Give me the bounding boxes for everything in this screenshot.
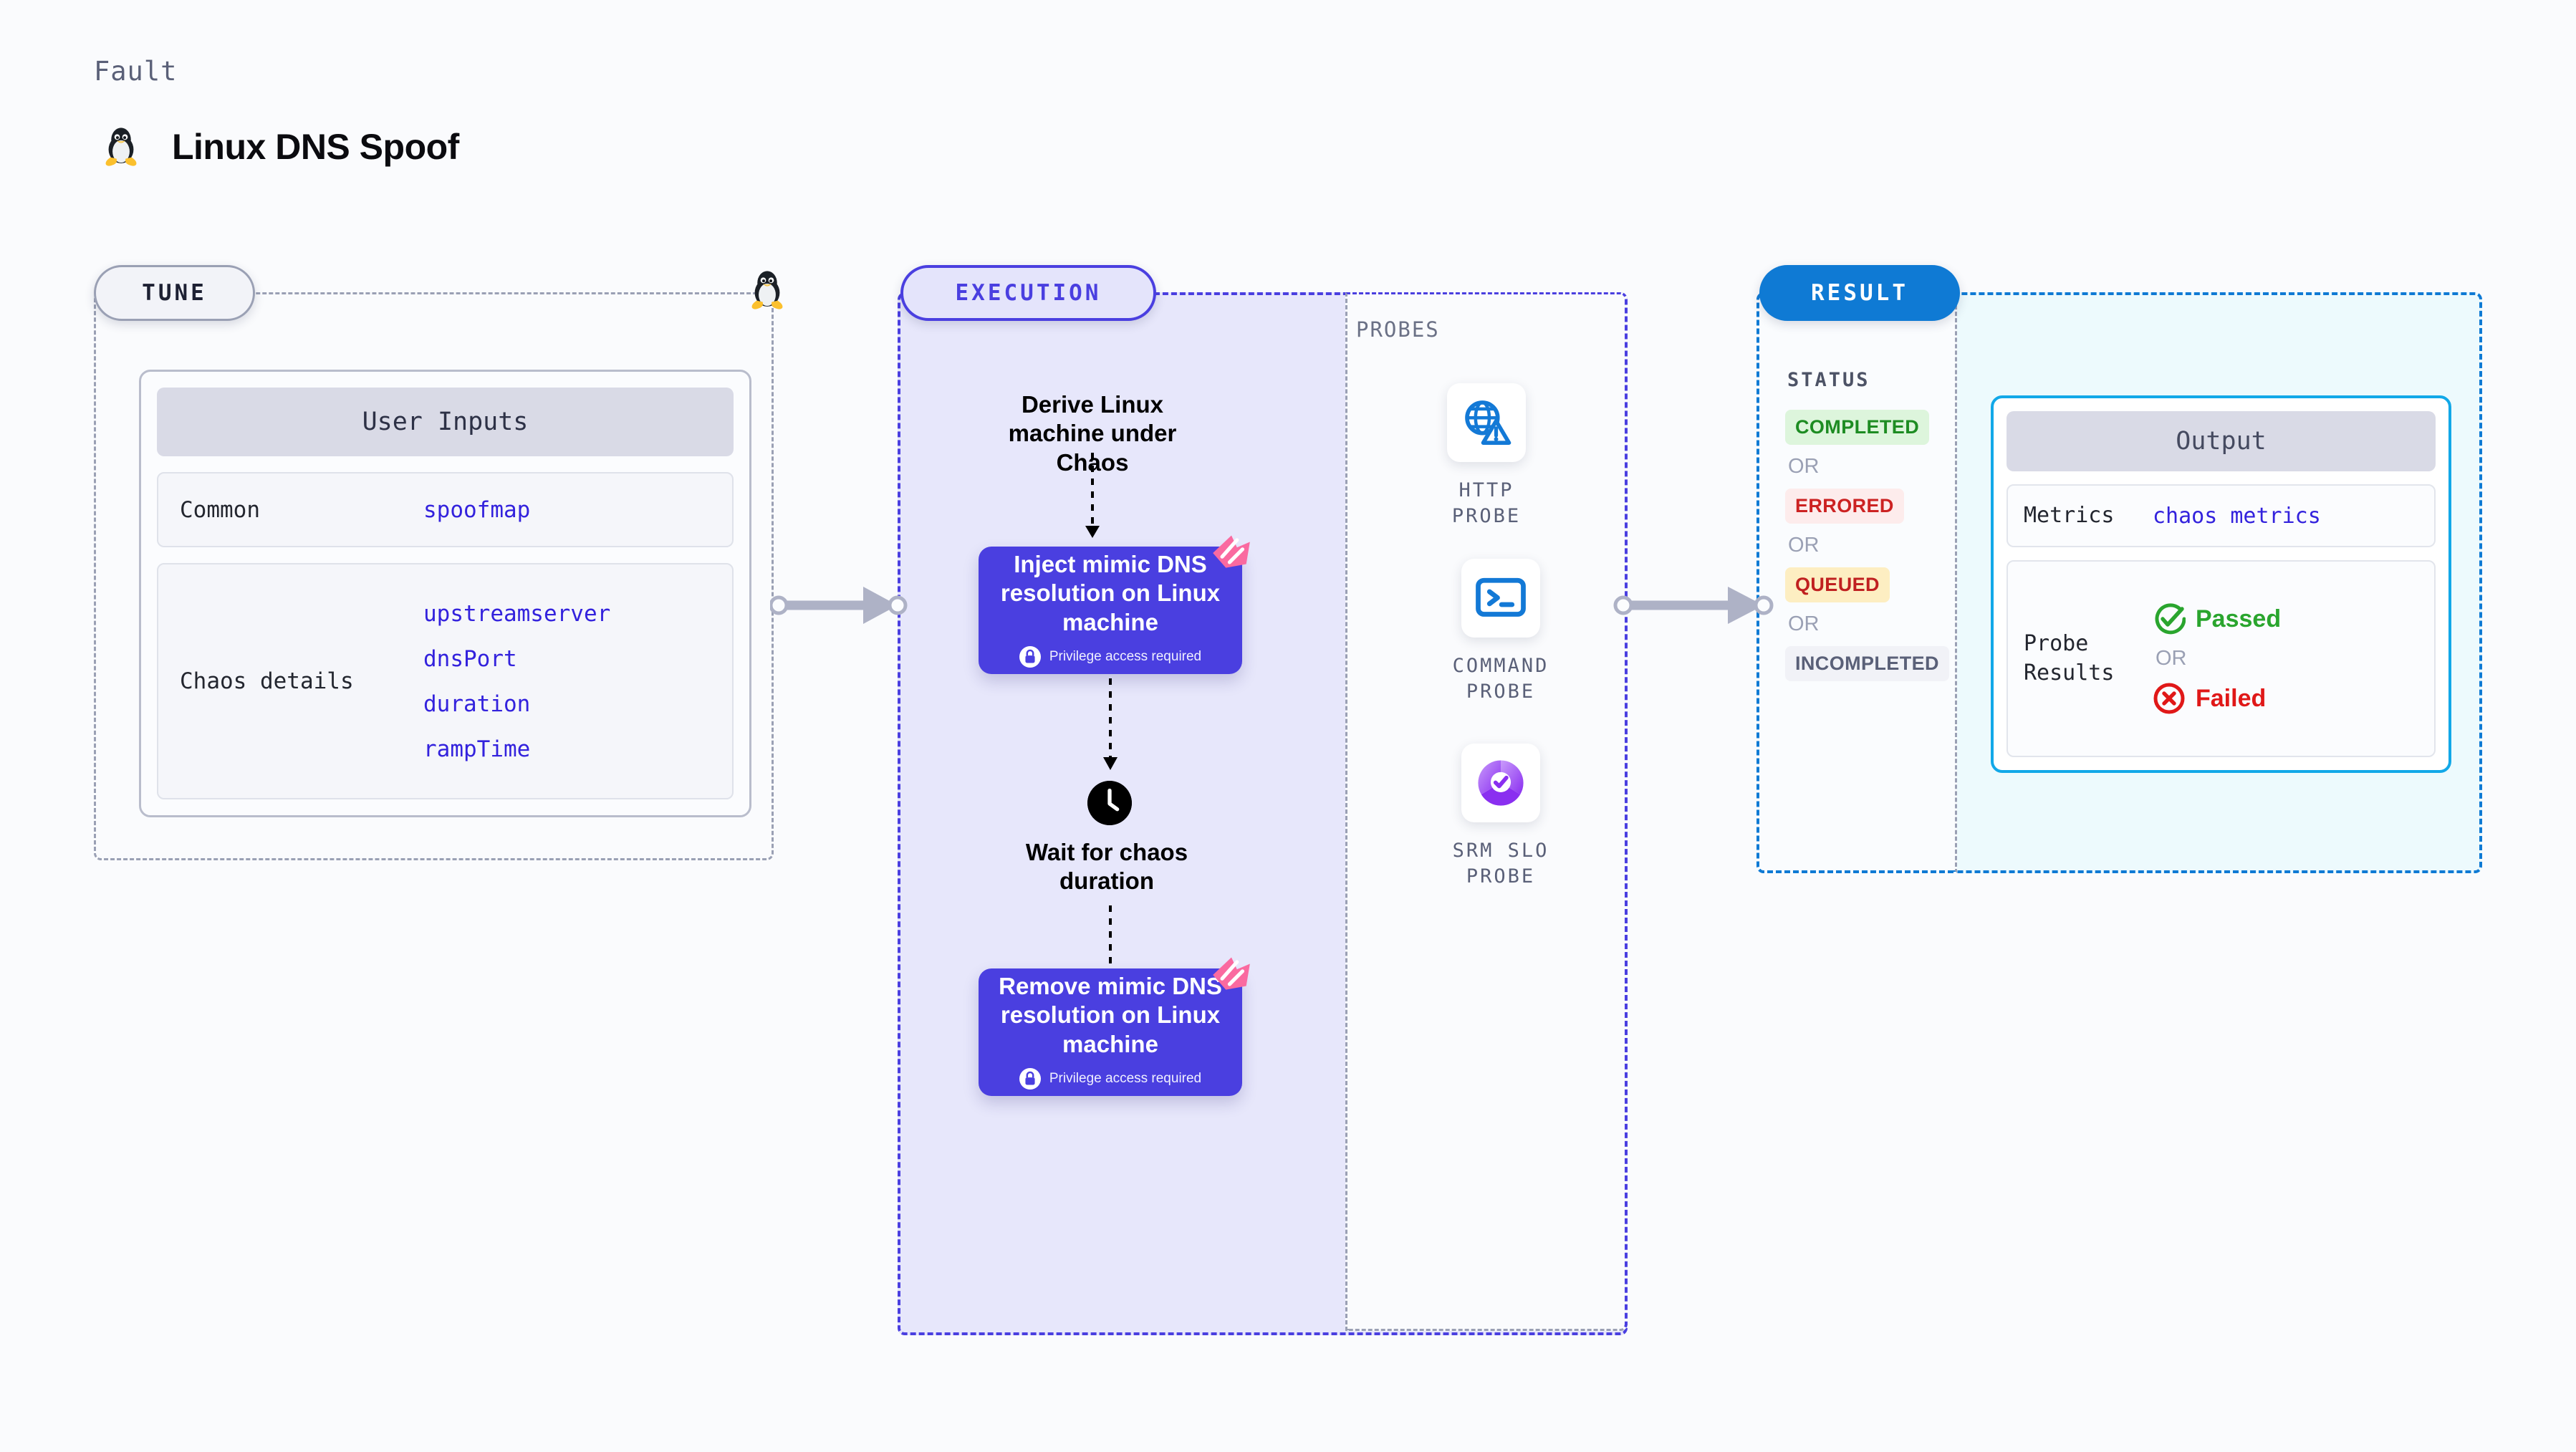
step-wait-label: Wait for chaos duration xyxy=(1025,839,1188,895)
flow-arrow-down-1 xyxy=(1085,453,1100,538)
or-label: OR xyxy=(1788,455,1820,478)
probe-result-passed-label: Passed xyxy=(2196,605,2282,633)
tune-value[interactable]: rampTime xyxy=(423,736,531,762)
tune-row-values: upstreamserver dnsPort duration rampTime xyxy=(423,601,610,762)
probe-tile xyxy=(1461,744,1540,822)
tune-value[interactable]: upstreamserver xyxy=(423,600,611,627)
status-badge-queued[interactable]: QUEUED xyxy=(1785,567,1890,602)
probe-tile xyxy=(1447,383,1526,462)
globe-warning-icon xyxy=(1461,397,1512,448)
output-title: Output xyxy=(2007,411,2436,471)
tune-row-common: Common spoofmap xyxy=(157,472,734,547)
or-label: OR xyxy=(2156,647,2187,670)
privilege-note-text: Privilege access required xyxy=(1049,1070,1202,1086)
probes-title: PROBES xyxy=(1356,317,1440,342)
probe-http[interactable]: HTTP PROBE xyxy=(1443,383,1529,530)
probe-result-passed: Passed xyxy=(2153,602,2281,635)
tune-row-key: Common xyxy=(180,496,260,523)
probe-result-failed: Failed xyxy=(2153,682,2281,715)
output-value-metrics[interactable]: chaos metrics xyxy=(2153,503,2321,529)
check-circle-icon xyxy=(2153,602,2186,635)
probe-command[interactable]: COMMAND PROBE xyxy=(1443,559,1558,706)
privilege-note: Privilege access required xyxy=(1019,645,1202,668)
output-key-metrics: Metrics xyxy=(2024,502,2115,528)
linux-tux-icon xyxy=(105,128,137,166)
flow-arrow-down-2 xyxy=(1103,678,1118,770)
tune-value[interactable]: duration xyxy=(423,691,531,717)
step-remove-title: Remove mimic DNS resolution on Linux mac… xyxy=(999,973,1222,1057)
probe-label: SRM SLO PROBE xyxy=(1452,840,1549,888)
probe-result-failed-label: Failed xyxy=(2196,684,2267,712)
output-key-probe-results: Probe Results xyxy=(2024,631,2115,686)
status-badge-completed[interactable]: COMPLETED xyxy=(1785,410,1930,445)
lock-icon xyxy=(1019,645,1041,668)
x-circle-icon xyxy=(2153,682,2186,715)
status-badge-errored[interactable]: ERRORED xyxy=(1785,489,1904,524)
privilege-note: Privilege access required xyxy=(1019,1067,1202,1090)
output-row-probe-results: Probe Results Passed OR Failed xyxy=(2007,560,2436,757)
step-derive-label: Derive Linux machine under Chaos xyxy=(1008,391,1177,476)
probe-srm-slo[interactable]: SRM SLO PROBE xyxy=(1443,744,1558,890)
tune-panel xyxy=(94,292,774,860)
probe-tile xyxy=(1461,559,1540,638)
terminal-icon xyxy=(1475,572,1527,624)
tune-value[interactable]: spoofmap xyxy=(423,496,531,523)
privilege-note-text: Privilege access required xyxy=(1049,648,1202,664)
lock-icon xyxy=(1019,1067,1041,1090)
or-label: OR xyxy=(1788,612,1820,635)
tune-row-chaos-details: Chaos details upstreamserver dnsPort dur… xyxy=(157,563,734,799)
status-badge-incompleted[interactable]: INCOMPLETED xyxy=(1785,646,1949,681)
output-row-metrics: Metrics chaos metrics xyxy=(2007,484,2436,547)
result-badge[interactable]: RESULT xyxy=(1759,265,1960,321)
output-card: Output Metrics chaos metrics Probe Resul… xyxy=(1991,395,2451,773)
page-title: Linux DNS Spoof xyxy=(172,127,459,167)
litmus-chaos-icon xyxy=(1209,953,1254,997)
or-label: OR xyxy=(1788,534,1820,557)
probe-label: HTTP PROBE xyxy=(1451,479,1522,528)
tune-row-values: spoofmap xyxy=(423,497,530,523)
fault-title-row: Linux DNS Spoof xyxy=(97,123,459,170)
tune-row-key: Chaos details xyxy=(180,668,354,694)
fault-kicker: Fault xyxy=(94,56,178,87)
clock-icon xyxy=(1087,781,1132,825)
litmus-chaos-icon xyxy=(1209,531,1254,575)
probe-result-stack: Passed OR Failed xyxy=(2153,602,2281,715)
status-list: COMPLETED OR ERRORED OR QUEUED OR INCOMP… xyxy=(1785,410,1950,681)
connector-tune-to-execution xyxy=(770,587,908,624)
step-inject-box[interactable]: Inject mimic DNS resolution on Linux mac… xyxy=(979,547,1242,674)
connector-probes-to-result xyxy=(1613,587,1774,624)
probe-label: COMMAND PROBE xyxy=(1452,655,1549,703)
tune-badge[interactable]: TUNE xyxy=(94,265,255,321)
step-remove-box[interactable]: Remove mimic DNS resolution on Linux mac… xyxy=(979,968,1242,1096)
step-inject-title: Inject mimic DNS resolution on Linux mac… xyxy=(1000,551,1221,635)
linux-tux-icon xyxy=(751,271,783,309)
tune-value[interactable]: dnsPort xyxy=(423,645,517,672)
user-inputs-title: User Inputs xyxy=(157,388,734,456)
status-title: STATUS xyxy=(1787,369,1870,391)
srm-slo-donut-icon xyxy=(1475,757,1527,809)
execution-badge[interactable]: EXECUTION xyxy=(900,265,1156,321)
user-inputs-card: User Inputs Common spoofmap Chaos detail… xyxy=(139,370,751,817)
